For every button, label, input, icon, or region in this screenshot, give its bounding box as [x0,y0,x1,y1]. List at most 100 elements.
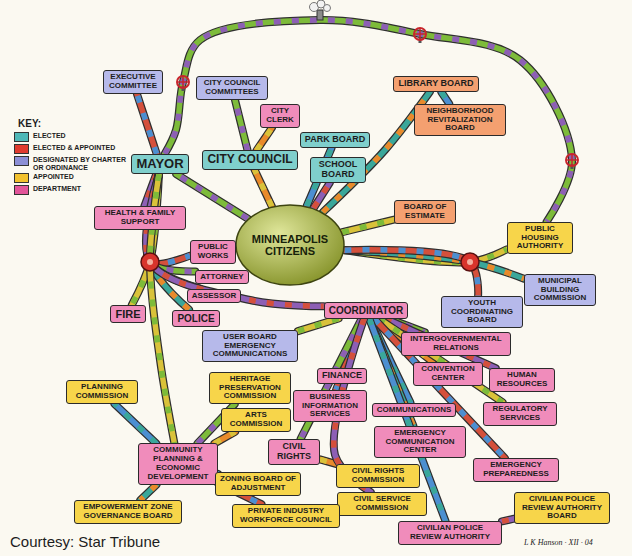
node-label: PARK BOARD [305,135,365,145]
node-label: EMERGENCY COMMUNICATION CENTER [379,429,461,455]
pipe-connector [298,319,339,332]
node-label: COMMUNITY PLANNING & ECONOMIC DEVELOPMEN… [143,446,213,481]
elected-appointed-box: BOARD OF ESTIMATE [394,200,456,224]
department-box: COMMUNICATIONS [372,403,457,418]
pipe-stripe [342,220,394,233]
elected-appointed-box: NEIGHBORHOOD REVITALIZATION BOARD [414,104,506,136]
valve-wheel [414,28,426,43]
department-box: FINANCE [317,368,367,384]
node-label: ATTORNEY [200,273,243,282]
department-box: EMERGENCY COMMUNICATION CENTER [374,426,466,458]
valve-wheel [177,76,189,91]
pipe-body [165,20,572,222]
pipe-body [235,100,248,151]
junction-hub [141,253,159,271]
legend-swatch [14,156,29,166]
department-box: CONVENTION CENTER [413,362,483,386]
legend-label: DEPARTMENT [33,185,81,193]
pipe-connector [140,485,156,501]
node-label: HERITAGE PRESERVATION COMMISSION [214,375,286,401]
legend-swatch [14,132,29,142]
node-label: PUBLIC HOUSING AUTHORITY [512,225,568,251]
node-label: CIVIL SERVICE COMMISSION [342,495,422,513]
legend-row: ELECTED & APPOINTED [14,144,130,154]
junction-hub [461,253,479,271]
node-label: USER BOARD EMERGENCY COMMUNICATIONS [207,333,293,359]
sphere-outline [236,205,344,285]
elected-box: PARK BOARD [300,132,370,148]
node-label: HUMAN RESOURCES [494,371,550,389]
department-box: PUBLIC WORKS [190,240,236,264]
pipe-stripe [502,519,514,522]
appointed-box: ZONING BOARD OF ADJUSTMENT [215,472,301,496]
pipe-connector [441,92,449,104]
valve-wheel [566,154,578,169]
node-label: INTERGOVERNMENTAL RELATIONS [406,335,506,353]
pipe-outline [114,404,156,444]
pipe-stripe [255,170,272,207]
node-label: EMPOWERMENT ZONE GOVERNANCE BOARD [79,503,177,521]
pipe-connector [137,94,157,154]
pipe-connector [342,220,394,233]
pipe-stripe [114,404,156,444]
node-label: SCHOOL BOARD [315,160,361,180]
node-label: ZONING BOARD OF ADJUSTMENT [220,475,296,493]
node-label: HEALTH & FAMILY SUPPORT [99,209,181,227]
legend-label: DESIGNATED BY CHARTER OR ORDINANCE [33,156,129,171]
pipe-stripe [235,100,248,151]
node-label: MUNICIPAL BUILDING COMMISSION [529,277,591,303]
appointed-box: HERITAGE PRESERVATION COMMISSION [209,372,291,404]
pipe-stripe [298,319,339,332]
node-label: CITY COUNCIL [207,153,292,166]
legend-panel: ELECTED ELECTED & APPOINTED DESIGNATED BY … [14,132,130,197]
pipe-outline [441,92,449,104]
legend-swatch [14,173,29,183]
node-label: CIVIL RIGHTS COMMISSION [341,467,415,485]
legend-label: ELECTED [33,132,66,140]
elected-box: SCHOOL BOARD [310,157,366,183]
node-label: CIVILIAN POLICE REVIEW AUTHORITY [403,524,497,542]
appointed-box: PRIVATE INDUSTRY WORKFORCE COUNCIL [232,504,340,528]
pipe-connector [345,250,479,296]
legend-row: DESIGNATED BY CHARTER OR ORDINANCE [14,156,130,171]
node-label: POLICE [177,313,214,324]
pipe-outline [257,128,272,151]
legend-label: ELECTED & APPOINTED [33,144,115,152]
department-box: BUSINESS INFORMATION SERVICES [293,390,367,422]
pipe-body [345,250,479,296]
node-label: FIRE [115,308,140,320]
pipe-outline [342,220,394,233]
node-label: YOUTH COORDINATING BOARD [446,299,518,325]
pipe-connector [502,519,514,522]
pipe-body [215,432,236,444]
node-label: EMERGENCY PREPAREDNESS [478,461,554,479]
appointed-box: CIVIL SERVICE COMMISSION [337,492,427,516]
elected-box: CITY COUNCIL [202,150,297,169]
pipe-body [257,128,272,151]
department-box: ATTORNEY [195,270,248,285]
pipe-body [502,519,514,522]
node-label: CONVENTION CENTER [418,365,478,383]
node-label: PLANNING COMMISSION [71,383,133,401]
node-label: MAYOR [136,157,183,171]
pipe-stripe [215,432,236,444]
charter-box: YOUTH COORDINATING BOARD [441,296,523,328]
appointed-box: CIVILIAN POLICE REVIEW AUTHORITY BOARD [514,492,610,524]
department-box: HUMAN RESOURCES [489,368,555,392]
steam-puff [310,0,331,12]
pipe-outline [140,485,156,501]
pipe-connector [235,100,248,151]
node-label: COMMUNICATIONS [377,406,452,415]
pipe-connector [114,404,156,444]
node-label: NEIGHBORHOOD REVITALIZATION BOARD [419,107,501,133]
node-label: EXECUTIVE COMMITTEE [108,73,158,91]
pipe-outline [165,20,572,222]
pipe-body [441,92,449,104]
pipe-body [176,174,248,219]
charter-box: EXECUTIVE COMMITTEE [103,70,163,94]
legend-swatch [14,185,29,195]
pipe-body [114,404,156,444]
department-box: REGULATORY SERVICES [483,402,557,426]
pipe-body [298,319,339,332]
